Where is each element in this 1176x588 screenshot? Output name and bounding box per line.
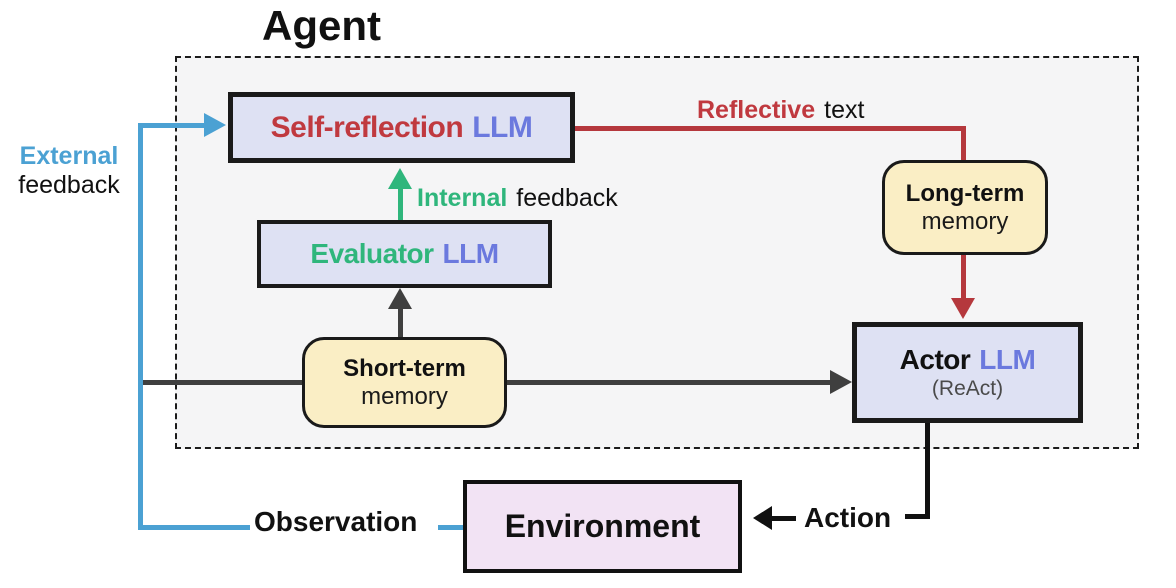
external-feedback-label: External feedback bbox=[18, 142, 120, 199]
action-arrowhead-icon bbox=[753, 506, 772, 530]
environment-node: Environment bbox=[463, 480, 742, 573]
long-term-sublabel: memory bbox=[921, 207, 1009, 235]
observation-label: Observation bbox=[254, 506, 418, 537]
observation-line-left bbox=[138, 525, 250, 530]
action-line-vertical bbox=[925, 421, 930, 519]
actor-sublabel: (ReAct) bbox=[931, 377, 1004, 400]
short-term-arrowhead-icon bbox=[388, 288, 412, 309]
short-term-sublabel: memory bbox=[361, 382, 448, 410]
short-term-memory-node: Short-term memory bbox=[302, 337, 507, 428]
action-line-into-environment bbox=[770, 516, 796, 521]
long-term-arrowhead-icon bbox=[951, 298, 975, 319]
external-feedback-line-vertical bbox=[138, 123, 143, 530]
reflective-text-line-horizontal bbox=[575, 126, 966, 131]
long-term-memory-node: Long-term memory bbox=[882, 160, 1048, 255]
internal-feedback-arrowhead-icon bbox=[388, 168, 412, 189]
observation-line-right bbox=[438, 525, 463, 530]
agent-title: Agent bbox=[262, 2, 381, 49]
action-label: Action bbox=[804, 502, 892, 533]
long-term-label: Long-term bbox=[905, 179, 1025, 207]
external-feedback-arrowhead-icon bbox=[204, 113, 226, 137]
short-term-to-evaluator-line bbox=[398, 308, 403, 337]
external-feedback-line-top bbox=[138, 123, 208, 128]
environment-label: Environment bbox=[504, 508, 701, 544]
action-line-corner bbox=[905, 514, 930, 519]
short-term-label: Short-term bbox=[343, 354, 466, 382]
trajectory-arrowhead-icon bbox=[830, 370, 852, 394]
internal-feedback-line bbox=[398, 188, 403, 220]
